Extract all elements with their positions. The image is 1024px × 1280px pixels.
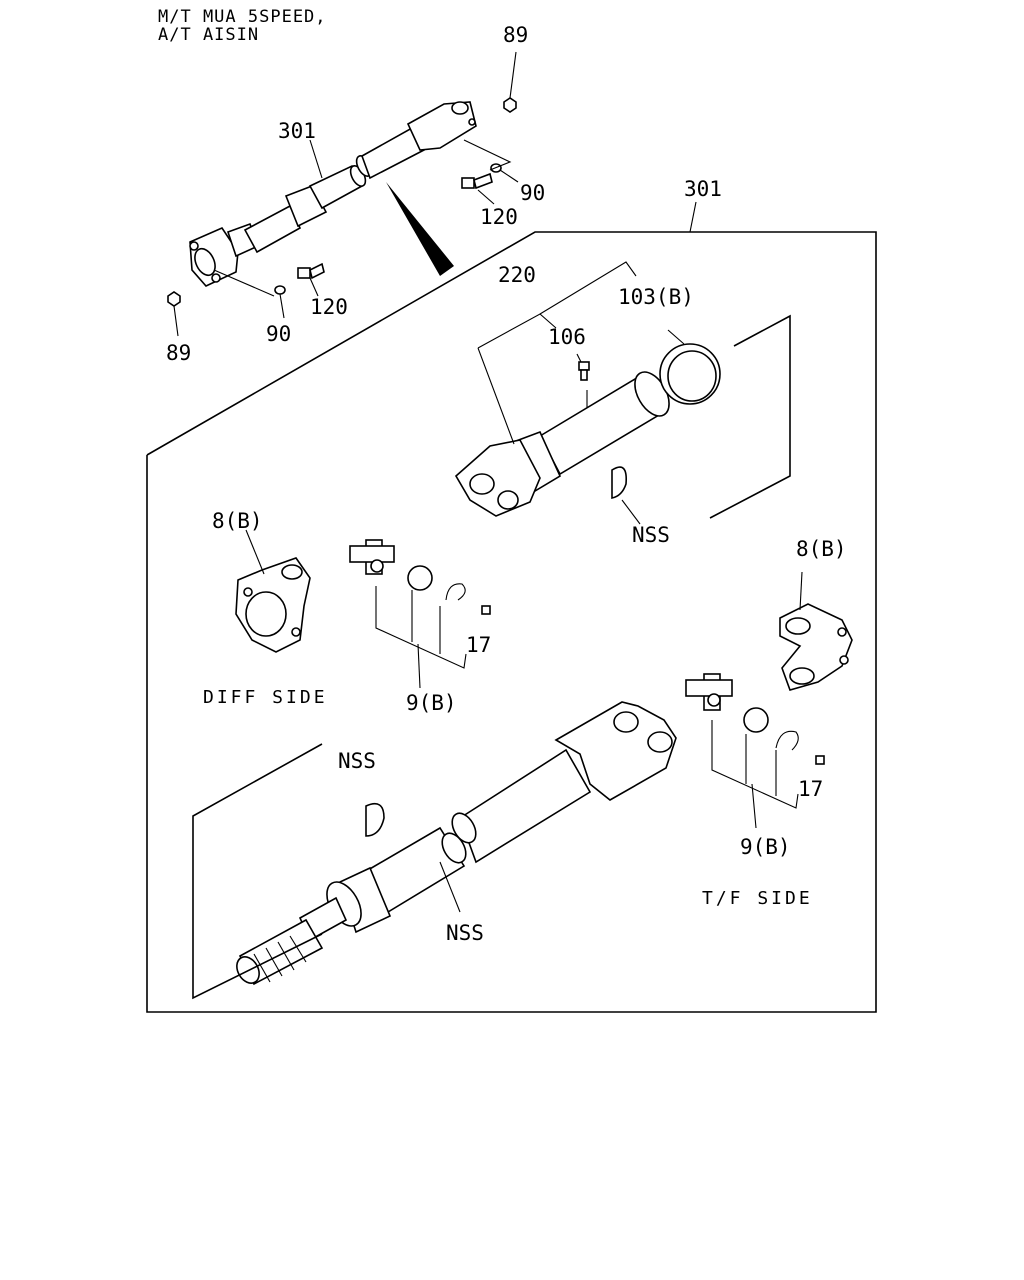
nut-89-top <box>503 51 517 113</box>
callout-9b-diff: 9(B) <box>406 691 457 715</box>
nss-shaft-cut-icon <box>365 802 385 837</box>
callout-106: 106 <box>548 325 586 349</box>
callout-89-top: 89 <box>503 23 528 47</box>
callout-220: 220 <box>498 263 536 287</box>
callout-nss-shaft-center: NSS <box>446 921 484 945</box>
washer-90-top <box>463 139 519 183</box>
callout-103b: 103(B) <box>618 285 694 309</box>
header-line-1: M/T MUA 5SPEED, <box>158 7 327 27</box>
callout-17-tf: 17 <box>798 777 823 801</box>
leader-301-detail <box>689 201 697 233</box>
callout-90-top: 90 <box>520 181 545 205</box>
bolt-120-top <box>461 172 495 205</box>
detail-zoom-wedge <box>386 182 454 276</box>
callout-8b-diff: 8(B) <box>212 509 263 533</box>
seal-103b <box>659 329 721 405</box>
callout-301-top: 301 <box>278 119 316 143</box>
callout-89-bottom: 89 <box>166 341 191 365</box>
callout-nss-tube: NSS <box>632 523 670 547</box>
callout-17-diff: 17 <box>466 633 491 657</box>
callout-9b-tf: 9(B) <box>740 835 791 859</box>
callout-120-bottom: 120 <box>310 295 348 319</box>
callout-301-detail: 301 <box>684 177 722 201</box>
nut-89-bottom <box>167 291 181 337</box>
leader-220-right <box>539 261 637 315</box>
callout-nss-shaft-left: NSS <box>338 749 376 773</box>
callout-120-top: 120 <box>480 205 518 229</box>
nss-tube-cut-icon <box>611 466 628 499</box>
label-diff-side: DIFF SIDE <box>203 687 328 708</box>
leader-220-left <box>477 347 515 445</box>
spider-kit-9b-tf <box>685 673 825 809</box>
flange-yoke-8b-tf <box>779 571 853 691</box>
callout-8b-tf: 8(B) <box>796 537 847 561</box>
nss-tube-bracket <box>709 314 791 519</box>
leader-220 <box>477 313 557 349</box>
header-line-2: A/T AISIN <box>158 25 259 45</box>
detail-frame <box>146 231 877 1013</box>
washer-90-bottom <box>213 269 286 319</box>
leader-301-top <box>309 139 323 179</box>
nss-shaft-bracket <box>192 743 323 1000</box>
grease-fitting-106 <box>576 353 590 381</box>
spider-kit-9b-diff <box>349 539 491 669</box>
assembled-propeller-shaft <box>189 101 477 287</box>
flange-yoke-8b-diff <box>235 529 311 653</box>
label-tf-side: T/F SIDE <box>702 888 813 909</box>
tube-and-yoke-220 <box>454 371 670 517</box>
callout-90-bottom: 90 <box>266 322 291 346</box>
bolt-120-bottom <box>297 262 325 297</box>
